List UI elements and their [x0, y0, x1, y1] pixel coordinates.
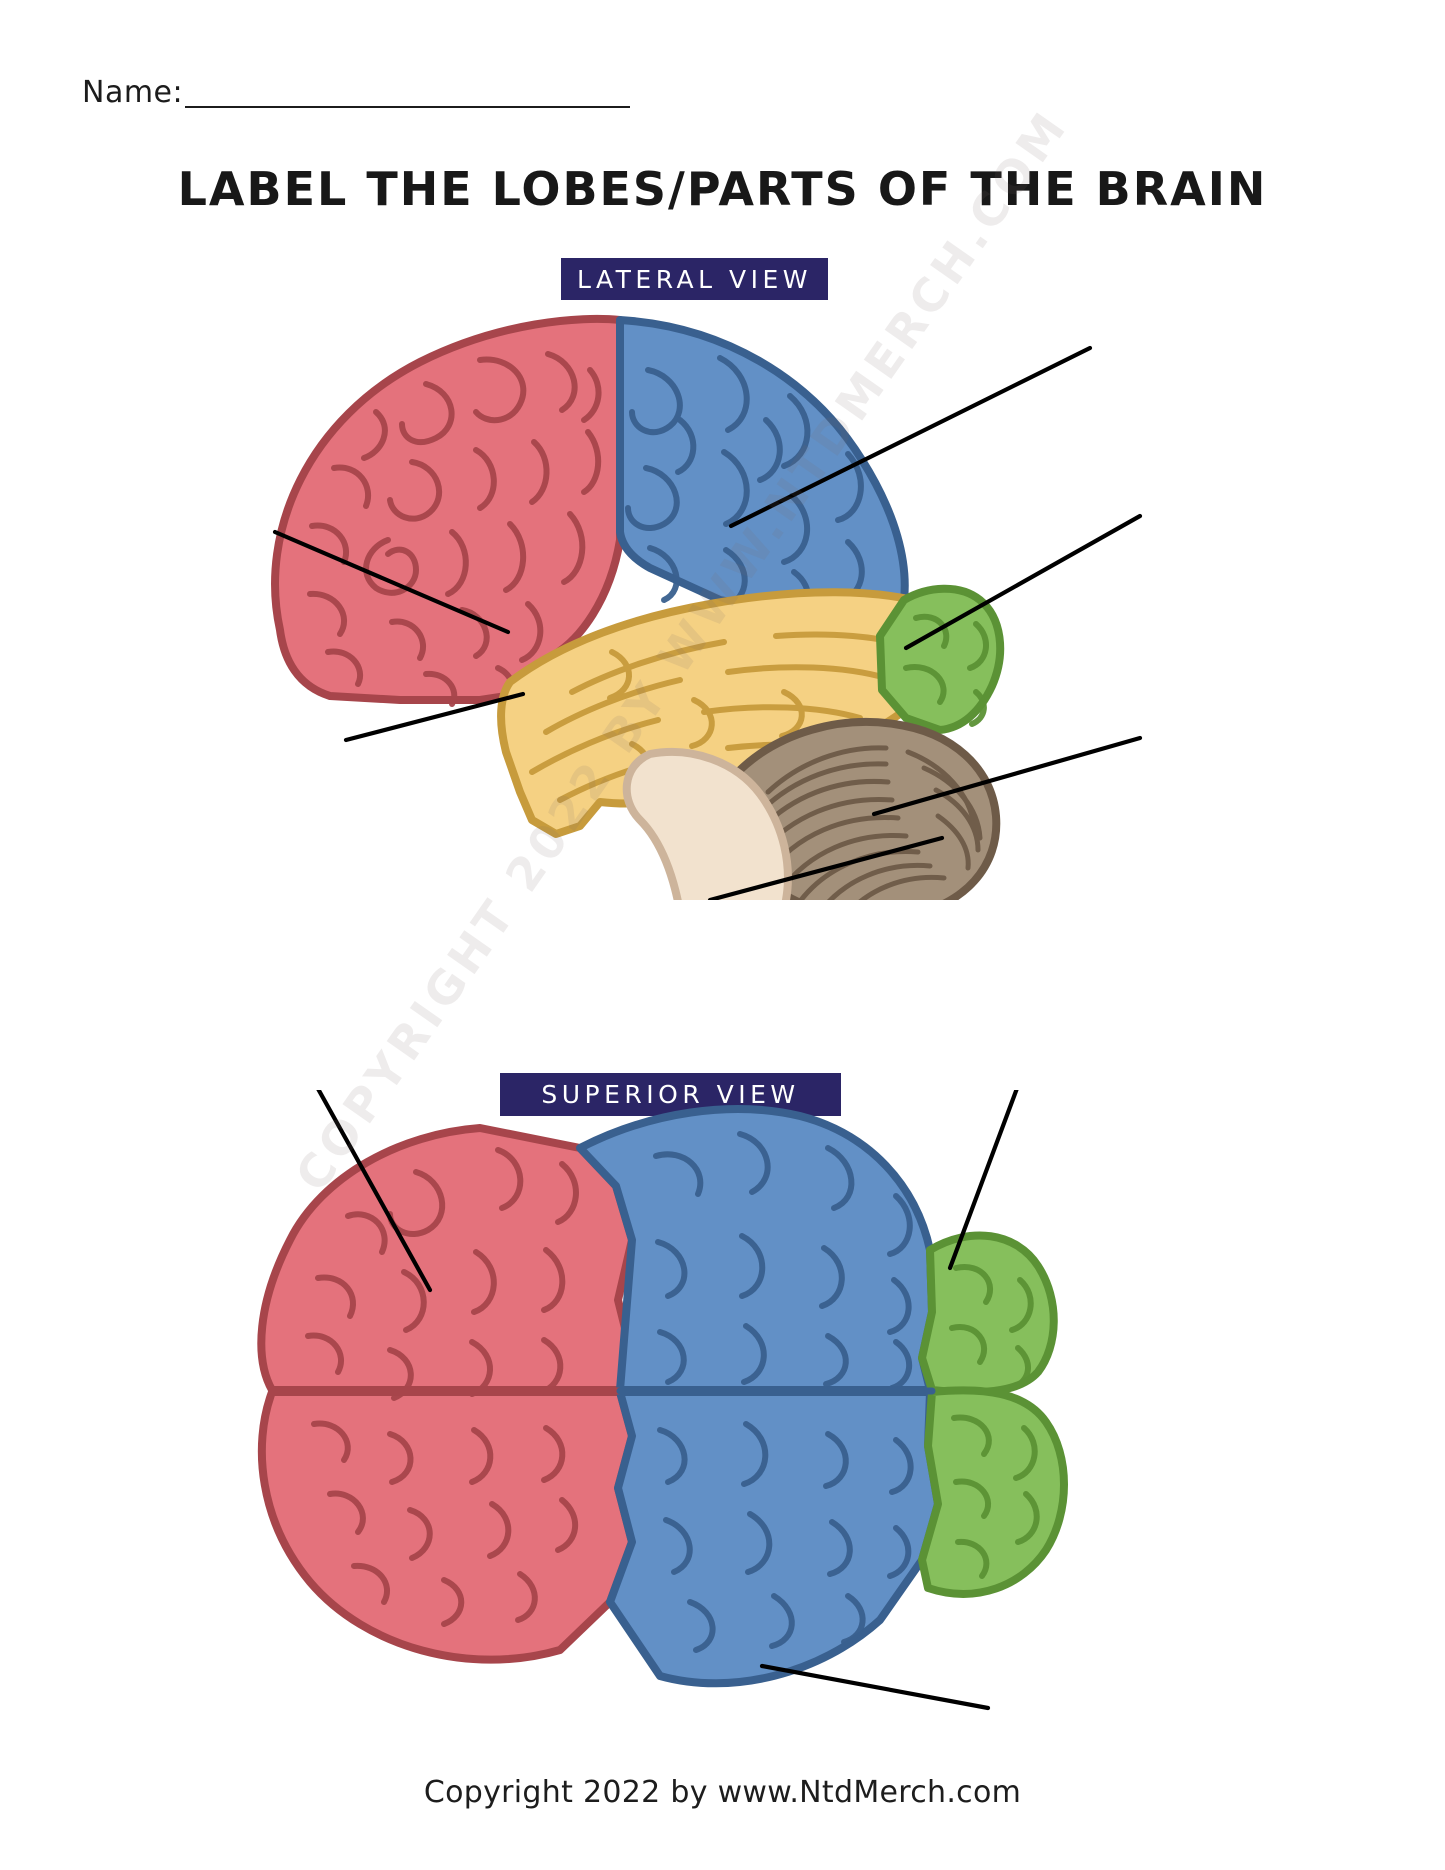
frontal-lobe-right-superior — [257, 1388, 636, 1664]
brainstem-region — [622, 747, 792, 900]
superior-brain-diagram — [180, 1090, 1180, 1730]
leader-line-parietal-superior — [759, 1663, 991, 1711]
occipital-lobe-left-superior — [918, 1231, 1058, 1397]
parietal-lobe-region — [616, 316, 909, 622]
leader-line-cerebellum-lateral — [871, 735, 1143, 817]
leader-line-occipital-lateral — [903, 513, 1143, 651]
name-input-blank[interactable] — [185, 76, 631, 108]
name-row: Name: — [82, 75, 631, 110]
lateral-brain-diagram — [180, 300, 1270, 900]
leader-line-occipital-superior — [947, 1090, 1019, 1271]
lateral-view-badge: LATERAL VIEW — [561, 258, 828, 300]
parietal-lobe-right-superior — [606, 1388, 942, 1688]
frontal-lobe-region — [271, 314, 624, 704]
leader-line-temporal-lateral — [343, 691, 526, 743]
page-title: LABEL THE LOBES/PARTS OF THE BRAIN — [177, 162, 1268, 216]
leader-line-frontal-lateral — [272, 529, 511, 635]
leader-line-parietal-lateral — [728, 345, 1093, 529]
occipital-lobe-region — [876, 584, 1005, 734]
leader-line-frontal-superior — [316, 1090, 433, 1293]
occipital-lobe-right-superior — [918, 1386, 1068, 1598]
copyright-footer: Copyright 2022 by www.NtdMerch.com — [423, 1775, 1022, 1810]
frontal-lobe-left-superior — [257, 1124, 636, 1394]
name-label: Name: — [82, 75, 184, 110]
leader-line-brainstem-lateral — [707, 835, 945, 900]
